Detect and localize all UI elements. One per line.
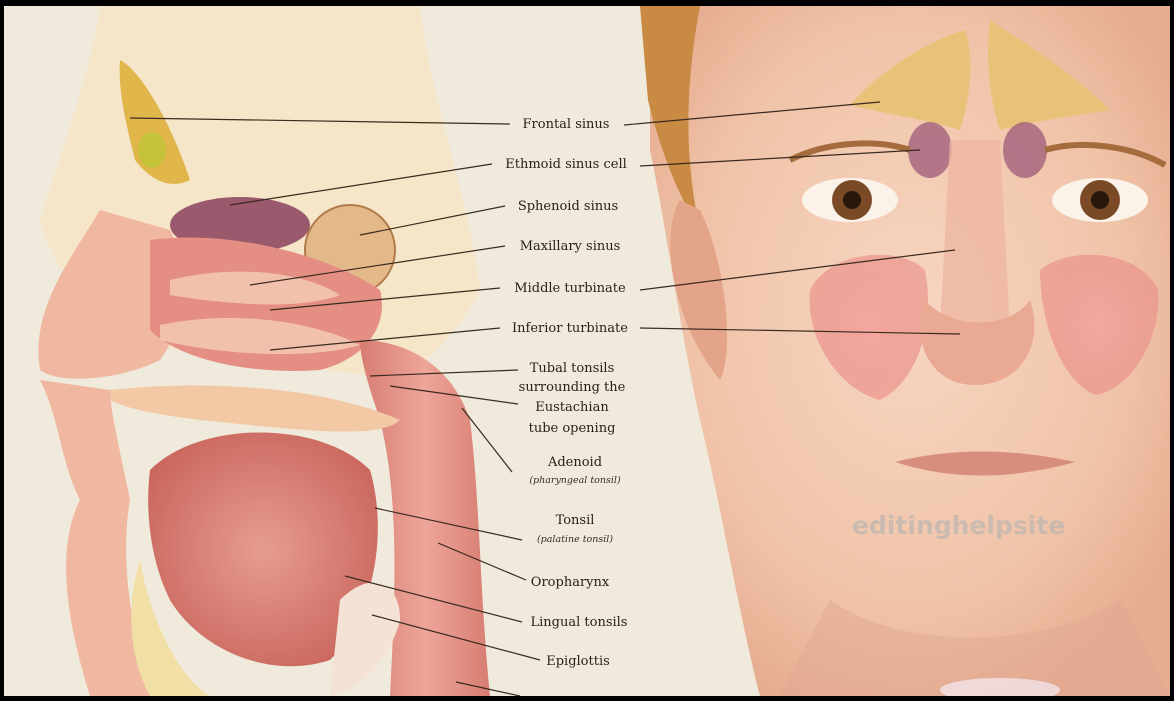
label-frontal-sinus: Frontal sinus — [523, 117, 610, 132]
label-inferior-turbinate: Inferior turbinate — [512, 321, 628, 336]
label-adenoid: Adenoid — [547, 455, 602, 470]
label-tonsil-sub: (palatine tonsil) — [537, 534, 613, 545]
label-epiglottis: Epiglottis — [546, 654, 610, 669]
pupil-right — [1091, 191, 1109, 209]
top-border — [0, 0, 1174, 6]
frontal-sinus-opening — [138, 132, 166, 168]
label-tonsil: Tonsil — [556, 513, 595, 528]
label-tubal-tonsils: Tubal tonsils — [530, 361, 615, 376]
nasal-septum — [940, 140, 1010, 330]
label-tubal-line-3: Eustachian — [535, 400, 609, 415]
label-ethmoid-sinus: Ethmoid sinus cell — [505, 157, 627, 172]
label-middle-turbinate: Middle turbinate — [514, 281, 626, 296]
pupil-left — [843, 191, 861, 209]
label-maxillary-sinus: Maxillary sinus — [520, 239, 621, 254]
sagittal-section — [38, 6, 490, 696]
label-adenoid-sub: (pharyngeal tonsil) — [529, 475, 621, 486]
label-sphenoid-sinus: Sphenoid sinus — [518, 199, 618, 214]
label-lingual-tonsils: Lingual tonsils — [531, 615, 628, 630]
label-oropharynx: Oropharynx — [531, 575, 610, 590]
watermark: editinghelpsite — [852, 511, 1065, 540]
label-tubal-line-2: surrounding the — [519, 380, 626, 395]
label-tubal-line-4: tube opening — [529, 421, 616, 436]
ethmoid-right — [1003, 122, 1047, 178]
